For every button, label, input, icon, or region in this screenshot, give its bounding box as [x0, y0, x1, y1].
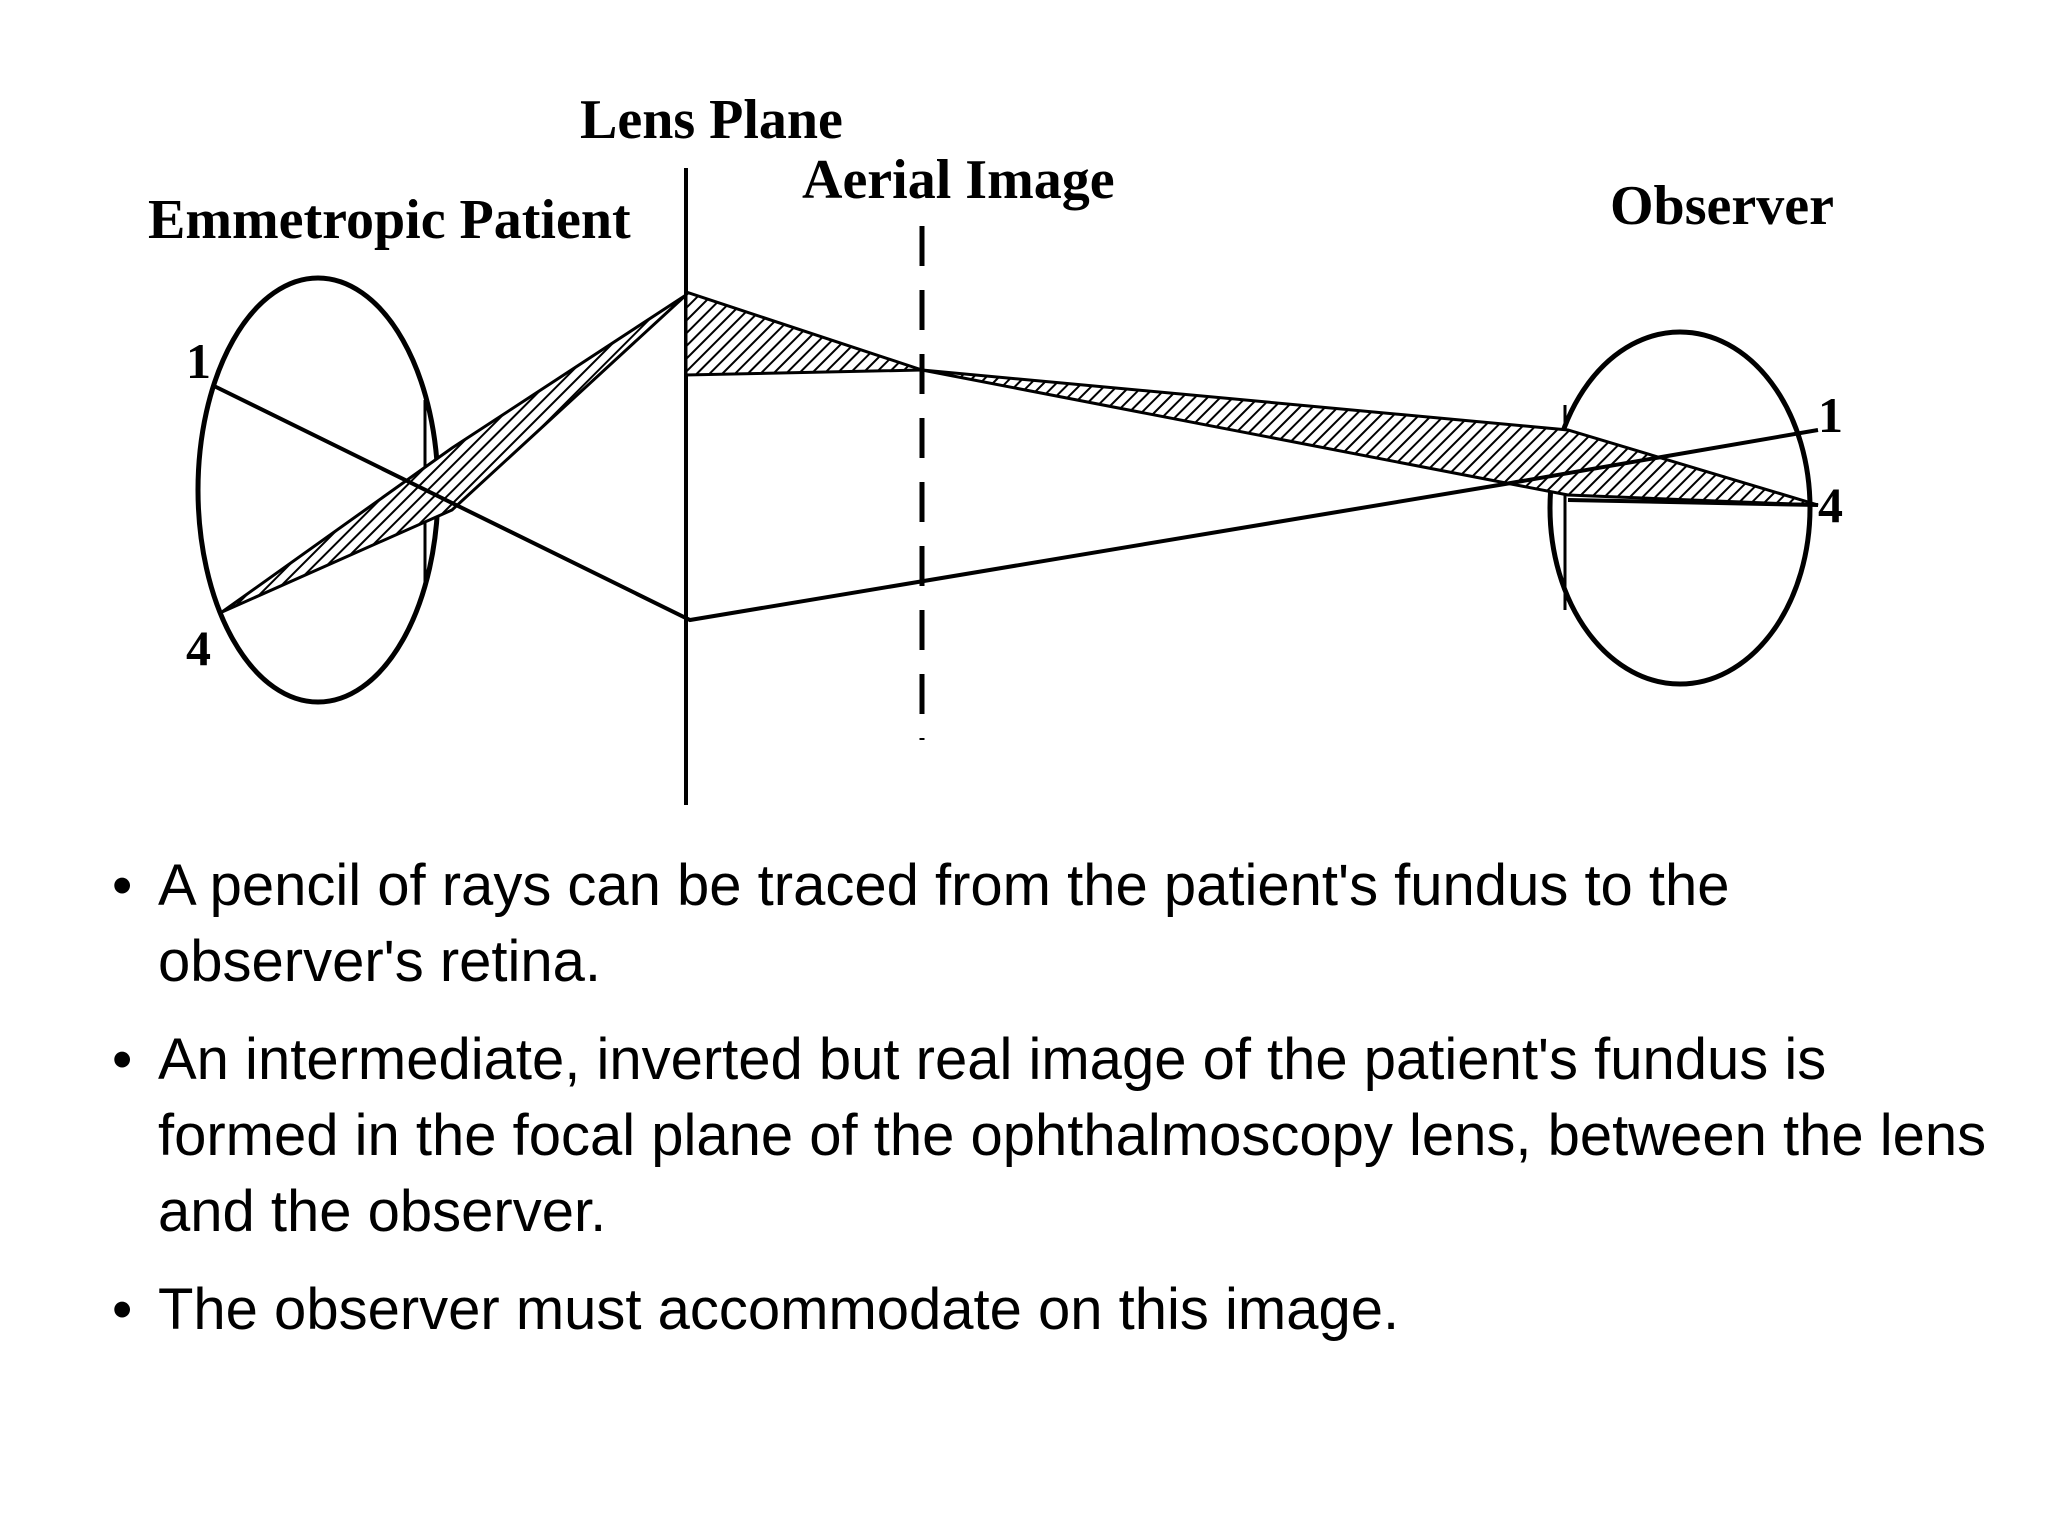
emmetropic-patient-label: Emmetropic Patient — [148, 189, 631, 251]
observer-label: Observer — [1610, 175, 1834, 237]
observer-eye — [1547, 329, 1813, 687]
hatched-ray-bundle-patient — [221, 293, 688, 614]
observer-point-1-label: 1 — [1818, 387, 1843, 443]
ray-point-4-axis — [1567, 498, 1819, 507]
bullet-item: An intermediate, inverted but real image… — [112, 1022, 1992, 1250]
ophthalmoscopy-ray-diagram: Emmetropic Patient Lens Plane Aerial Ima… — [148, 89, 1843, 805]
lens-plane-label: Lens Plane — [580, 89, 843, 151]
observer-point-4-label: 4 — [1818, 477, 1843, 533]
patient-point-1-label: 1 — [186, 333, 211, 389]
patient-point-4-label: 4 — [186, 620, 211, 676]
ray-point-1 — [211, 383, 1819, 623]
hatched-ray-bundle-lens — [684, 289, 923, 377]
bullet-item: The observer must accommodate on this im… — [112, 1272, 1992, 1348]
bullet-list: A pencil of rays can be traced from the … — [112, 848, 1992, 1370]
aerial-image-label: Aerial Image — [802, 149, 1115, 211]
bullet-item: A pencil of rays can be traced from the … — [112, 848, 1992, 1000]
hatched-ray-bundle-observer — [921, 368, 1819, 507]
